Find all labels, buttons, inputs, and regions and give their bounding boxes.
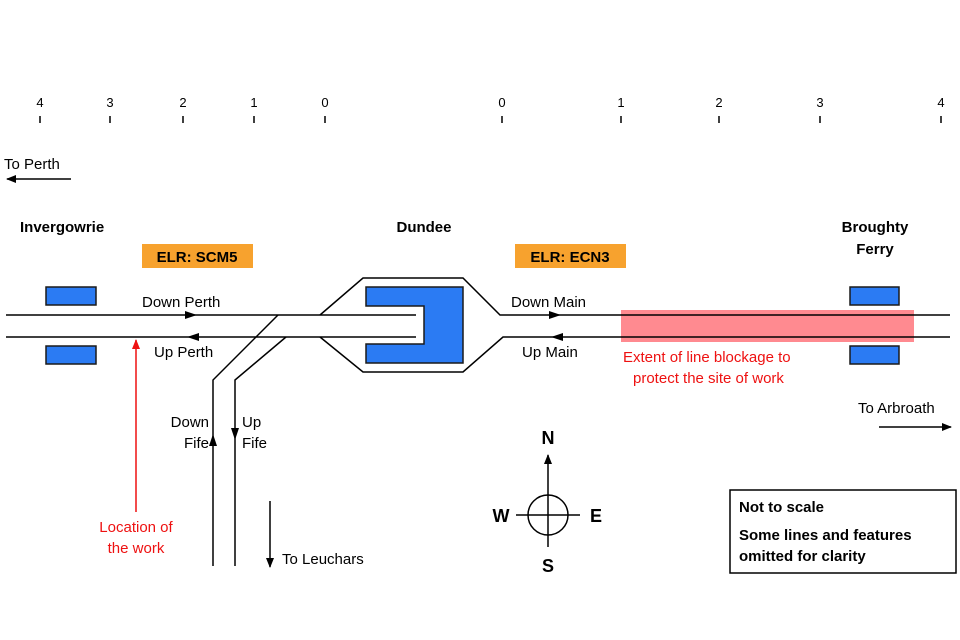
note-not-to-scale: Not to scale <box>739 499 824 516</box>
work-location-label-2: the work <box>108 540 165 557</box>
tick-label: 1 <box>617 95 624 110</box>
compass-n: N <box>542 428 555 448</box>
arrow-right-icon <box>549 311 561 319</box>
platform-broughty-ferry-north <box>849 286 900 306</box>
up-main-track <box>319 336 950 373</box>
compass-e: E <box>590 506 602 526</box>
arrow-down-icon <box>231 428 239 440</box>
station-block-dundee <box>365 286 464 364</box>
platform-invergowrie-north <box>45 286 97 306</box>
line-label-down-perth: Down Perth <box>142 294 220 311</box>
tick-label: 0 <box>498 95 505 110</box>
station-name-broughty-ferry: Broughty <box>842 219 909 236</box>
blockage-label-2: protect the site of work <box>633 370 784 387</box>
tick-label: 0 <box>321 95 328 110</box>
to-arbroath-label: To Arbroath <box>858 400 935 417</box>
compass-w: W <box>493 506 510 526</box>
to-leuchars-label: To Leuchars <box>282 551 364 568</box>
tick-label: 3 <box>816 95 823 110</box>
arrow-right-icon <box>185 311 197 319</box>
compass-icon: N S E W <box>493 428 603 576</box>
blockage-label: Extent of line blockage to <box>623 349 791 366</box>
line-label-up-fife: Up <box>242 414 261 431</box>
platform-invergowrie-south <box>45 345 97 365</box>
note-omitted-2: omitted for clarity <box>739 548 866 565</box>
arrow-left-icon <box>551 333 563 341</box>
elr-badge-east: ELR: ECN3 <box>515 244 626 268</box>
tick-label: 1 <box>250 95 257 110</box>
elr-badge-west: ELR: SCM5 <box>142 244 253 268</box>
tick-label: 4 <box>937 95 944 110</box>
platform-broughty-ferry-south <box>849 345 900 365</box>
note-box: Not to scale Some lines and features omi… <box>729 489 957 574</box>
down-fife-track <box>212 314 279 566</box>
station-name-dundee: Dundee <box>396 219 451 236</box>
tick-label: 3 <box>106 95 113 110</box>
arrow-left-icon <box>187 333 199 341</box>
line-label-down-fife: Down <box>171 414 209 431</box>
mileage-scale-right: 0 1 2 3 4 <box>498 95 945 123</box>
note-omitted: Some lines and features <box>739 527 912 544</box>
line-label-up-main: Up Main <box>522 344 578 361</box>
line-label-up-perth: Up Perth <box>154 344 213 361</box>
station-name-broughty-ferry-2: Ferry <box>856 241 894 258</box>
compass-circle <box>527 494 569 536</box>
line-label-up-fife-2: Fife <box>242 435 267 452</box>
compass-s: S <box>542 556 554 576</box>
line-label-down-main: Down Main <box>511 294 586 311</box>
tick-label: 4 <box>36 95 43 110</box>
down-main-track <box>319 277 950 316</box>
up-fife-track <box>234 336 287 566</box>
to-perth-label: To Perth <box>4 156 60 173</box>
arrow-up-icon <box>209 434 217 446</box>
station-name-invergowrie: Invergowrie <box>20 219 104 236</box>
elr-badge-east-label: ELR: ECN3 <box>530 249 609 266</box>
line-label-down-fife-2: Fife <box>184 435 209 452</box>
elr-badge-west-label: ELR: SCM5 <box>157 249 238 266</box>
mileage-scale-left: 4 3 2 1 0 <box>36 95 329 123</box>
work-location-label: Location of <box>99 519 173 536</box>
tick-label: 2 <box>179 95 186 110</box>
tick-label: 2 <box>715 95 722 110</box>
